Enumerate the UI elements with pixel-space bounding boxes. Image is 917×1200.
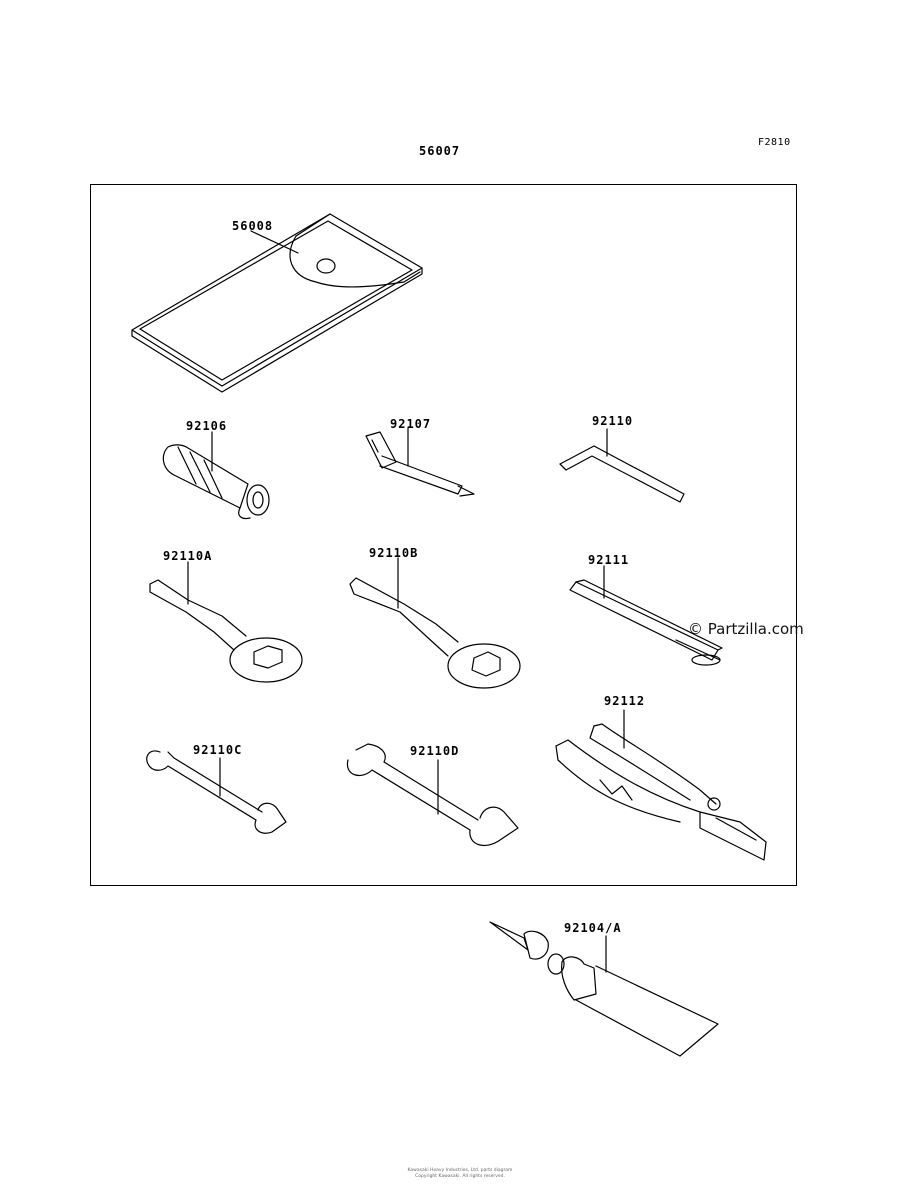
grease-tube-drawing (489, 921, 719, 1057)
part-label-pliers[interactable]: 92112 (604, 694, 646, 708)
tool-kit-frame (90, 184, 797, 886)
ring-wrench-a-drawing (149, 561, 303, 683)
hex-key-drawing (559, 428, 685, 503)
pliers-drawing (555, 709, 767, 861)
figure-code-label: F2810 (758, 137, 791, 148)
part-label-open-wrench-c[interactable]: 92110C (193, 743, 243, 757)
part-label-tube[interactable]: 92104/A (564, 921, 622, 935)
part-label-open-wrench-d[interactable]: 92110D (410, 744, 460, 758)
part-label-screwdriver[interactable]: 92107 (390, 417, 432, 431)
part-label-ring-wrench-a[interactable]: 92110A (163, 549, 213, 563)
part-label-pouch[interactable]: 56008 (232, 219, 274, 233)
part-label-handle[interactable]: 92106 (186, 419, 228, 433)
part-label-bar[interactable]: 92111 (588, 553, 630, 567)
partzilla-watermark: © Partzilla.com (688, 620, 804, 638)
copyright-footer: Kawasaki Heavy Industries, Ltd. parts di… (330, 1168, 590, 1180)
open-wrench-d-drawing (346, 743, 519, 847)
tommy-bar-drawing (569, 565, 723, 666)
assembly-number-label: 56007 (419, 144, 461, 158)
tool-pouch-drawing (131, 213, 423, 393)
open-wrench-c-drawing (146, 750, 287, 834)
footer-line-2: Copyright Kawasaki. All rights reserved. (415, 1174, 505, 1179)
screwdriver-drawing (365, 427, 475, 497)
driver-handle-drawing (162, 431, 270, 520)
ring-wrench-b-drawing (349, 557, 521, 689)
part-label-hex-key[interactable]: 92110 (592, 414, 634, 428)
part-label-ring-wrench-b[interactable]: 92110B (369, 546, 419, 560)
footer-line-1: Kawasaki Heavy Industries, Ltd. parts di… (407, 1168, 513, 1173)
